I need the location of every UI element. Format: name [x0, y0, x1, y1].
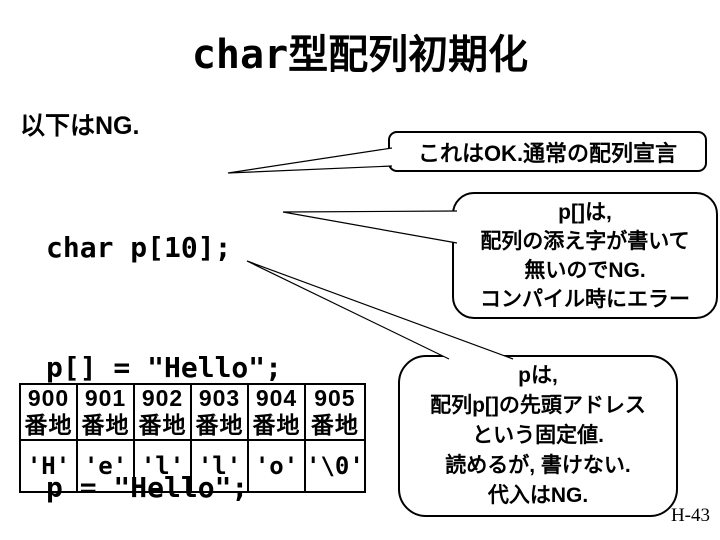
char-value-cell: 'l' [190, 439, 249, 493]
char-value-cell: '\0' [304, 439, 366, 493]
callout-subscript-line: コンパイル時にエラー [480, 287, 690, 311]
char-value-cell: 'e' [76, 439, 135, 493]
address-number: 900 [27, 385, 70, 411]
memory-table-value-row: 'H' 'e' 'l' 'l' 'o' '\0' [19, 439, 366, 493]
memory-table: 900 番地 901 番地 902 番地 903 番地 904 番地 [19, 383, 366, 493]
address-unit: 番地 [138, 412, 187, 438]
callout-subscript-tail [282, 210, 458, 244]
address-unit: 番地 [24, 412, 73, 438]
address-number: 903 [198, 385, 241, 411]
address-number: 901 [84, 385, 127, 411]
callout-ok-text: これはOK.通常の配列宣言 [417, 140, 678, 166]
callout-subscript-line: 無いのでNG. [524, 258, 646, 282]
callout-pointer-line: 読めるが, 書けない. [445, 454, 631, 477]
callout-subscript-line: p[]は, [558, 200, 612, 224]
callout-pointer-line: という固定値. [472, 424, 604, 447]
code-line-declaration: char p[10]; [46, 231, 232, 264]
address-number: 904 [255, 385, 298, 411]
address-unit: 番地 [310, 412, 359, 438]
address-header-cell: 904 番地 [247, 383, 306, 441]
address-header-cell: 902 番地 [133, 383, 192, 441]
address-unit: 番地 [81, 412, 130, 438]
callout-subscript-line: 配列の添え字が書いて [480, 229, 690, 253]
address-header-cell: 905 番地 [304, 383, 366, 441]
callout-pointer-line: 代入はNG. [487, 484, 589, 507]
callout-pointer-line: 配列p[]の先頭アドレス [430, 394, 646, 417]
code-line-subscript-assign: p[] = "Hello"; [46, 351, 283, 384]
callout-pointer-line: pは, [518, 364, 558, 387]
callout-ok-declaration: これはOK.通常の配列宣言 [388, 131, 707, 172]
address-header-cell: 903 番地 [190, 383, 249, 441]
callout-subscript-error: p[]は, 配列の添え字が書いて 無いのでNG. コンパイル時にエラー [452, 192, 718, 319]
address-number: 905 [314, 385, 356, 411]
page-number: H-43 [670, 505, 710, 526]
address-header-cell: 900 番地 [19, 383, 78, 441]
address-header-cell: 901 番地 [76, 383, 135, 441]
char-value-cell: 'l' [133, 439, 192, 493]
address-unit: 番地 [252, 412, 301, 438]
char-value-cell: 'H' [19, 439, 78, 493]
address-number: 902 [141, 385, 184, 411]
slide-title: char型配列初期化 [191, 32, 529, 78]
address-unit: 番地 [195, 412, 244, 438]
callout-pointer-fixed-value: pは, 配列p[]の先頭アドレス という固定値. 読めるが, 書けない. 代入は… [398, 355, 678, 517]
intro-text: 以下はNG. [20, 112, 140, 140]
memory-table-address-row: 900 番地 901 番地 902 番地 903 番地 904 番地 [19, 383, 366, 441]
char-value-cell: 'o' [247, 439, 306, 493]
